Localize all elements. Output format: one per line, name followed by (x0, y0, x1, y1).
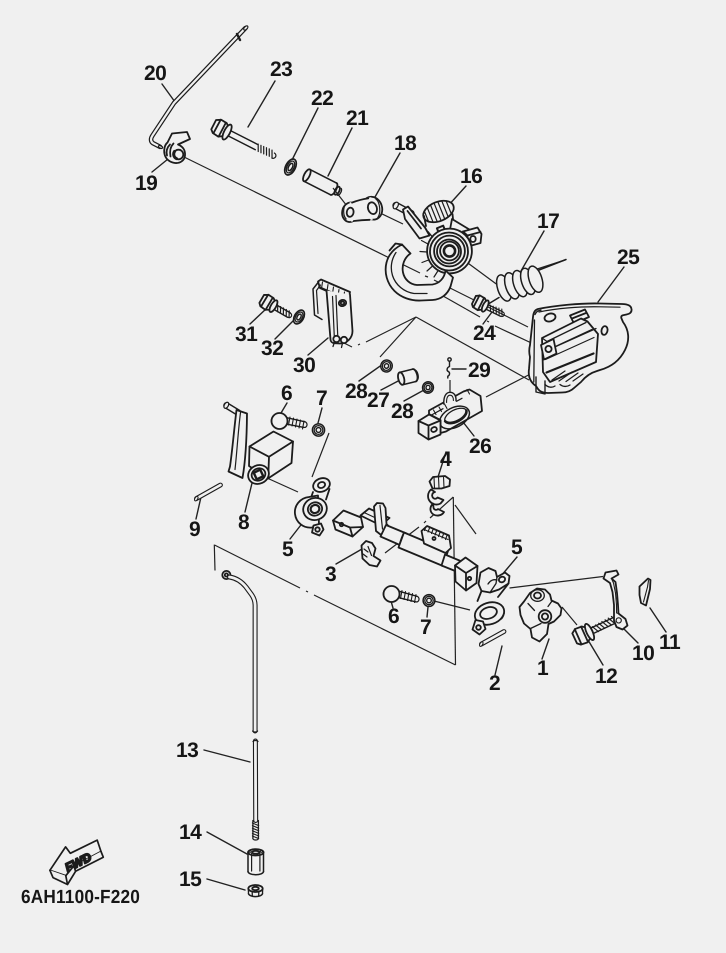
svg-text:24: 24 (473, 322, 496, 345)
svg-text:15: 15 (179, 868, 202, 891)
svg-text:25: 25 (617, 246, 640, 269)
svg-text:27: 27 (367, 389, 389, 412)
svg-text:12: 12 (595, 665, 617, 688)
svg-text:16: 16 (460, 165, 482, 188)
svg-text:11: 11 (659, 631, 681, 654)
svg-text:31: 31 (235, 323, 258, 346)
svg-text:6: 6 (388, 605, 399, 628)
svg-text:1: 1 (537, 657, 549, 680)
svg-text:2: 2 (489, 672, 500, 695)
svg-text:17: 17 (537, 210, 559, 233)
svg-text:6AH1100-F220: 6AH1100-F220 (21, 887, 140, 908)
svg-text:18: 18 (394, 132, 417, 155)
svg-text:30: 30 (293, 354, 315, 377)
svg-text:28: 28 (391, 400, 414, 423)
svg-text:7: 7 (316, 387, 327, 410)
svg-text:5: 5 (282, 538, 294, 561)
svg-text:4: 4 (440, 448, 452, 471)
svg-text:28: 28 (345, 380, 368, 403)
svg-text:29: 29 (468, 359, 490, 382)
svg-text:5: 5 (511, 536, 523, 559)
svg-text:10: 10 (632, 642, 654, 665)
svg-text:8: 8 (238, 511, 250, 534)
svg-text:3: 3 (325, 563, 336, 586)
svg-text:22: 22 (311, 87, 333, 110)
svg-text:21: 21 (346, 107, 369, 130)
svg-text:20: 20 (144, 62, 166, 85)
svg-text:7: 7 (420, 616, 431, 639)
svg-text:14: 14 (179, 821, 202, 844)
svg-text:19: 19 (135, 172, 157, 195)
svg-text:23: 23 (270, 58, 292, 81)
svg-text:9: 9 (189, 518, 200, 541)
svg-text:13: 13 (176, 739, 198, 762)
svg-text:26: 26 (469, 435, 491, 458)
svg-text:32: 32 (261, 337, 283, 360)
svg-text:6: 6 (281, 382, 292, 405)
